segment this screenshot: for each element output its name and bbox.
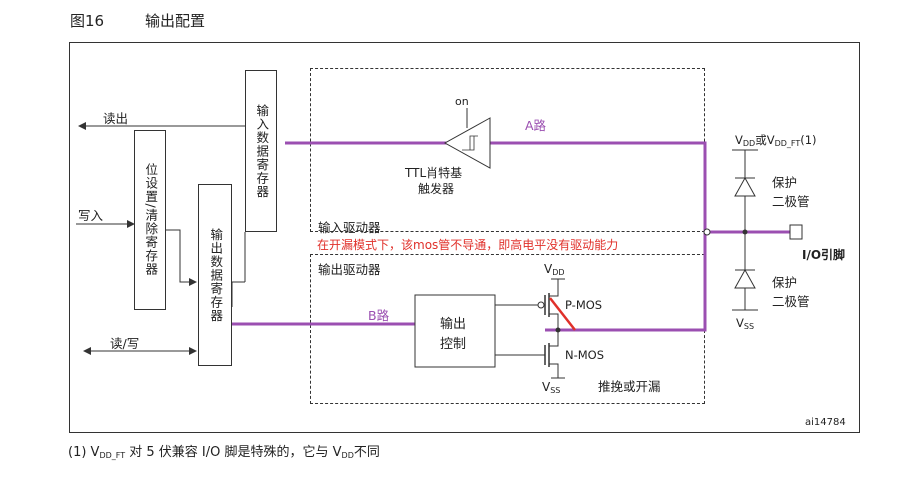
- read-write-label: 读/写: [110, 336, 140, 351]
- footnote: (1) VDD_FT 对 5 伏兼容 I/O 脚是特殊的，它与 VDD不同: [68, 445, 380, 460]
- io-pin-label: I/O引脚: [802, 248, 846, 262]
- on-label: on: [455, 95, 469, 108]
- output-data-register: 输出数据寄存器: [198, 184, 232, 366]
- pmos-label: P-MOS: [565, 298, 603, 312]
- path-b-line-right: [545, 230, 745, 332]
- red-strike-mark: [549, 297, 576, 331]
- diode-upper-symbol: [734, 176, 756, 197]
- path-a-label: A路: [525, 118, 547, 133]
- ttl-trigger-label-2: 触发器: [418, 182, 455, 196]
- figure-number: 图16: [70, 12, 105, 30]
- write-in-label: 写入: [78, 208, 104, 223]
- read-out-label: 读出: [103, 111, 129, 126]
- ref-code: ai14784: [805, 417, 846, 428]
- output-control-box: [414, 294, 496, 368]
- path-a-line: [285, 141, 707, 232]
- push-pull-label: 推挽或开漏: [598, 379, 661, 394]
- open-drain-note: 在开漏模式下，该mos管不导通，即高电平没有驱动能力: [317, 238, 619, 252]
- vdd-label: VDD: [544, 262, 565, 277]
- path-b-label: B路: [368, 308, 390, 323]
- input-driver-label: 输入驱动器: [318, 220, 381, 235]
- diode-lower-symbol: [734, 268, 756, 289]
- protect-diode-upper-label-1: 保护: [772, 175, 798, 190]
- bit-set-reset-register-label: 位设置/清除寄存器: [143, 163, 159, 277]
- figure-title: 输出配置: [145, 12, 206, 30]
- diagram-frame: [69, 42, 860, 433]
- schmitt-trigger-symbol: [443, 117, 491, 169]
- protect-diode-upper-label-2: 二极管: [772, 194, 810, 209]
- io-pin-square: [789, 224, 803, 240]
- input-data-register: 输入数据寄存器: [245, 70, 277, 232]
- protect-diode-lower-label-2: 二极管: [772, 294, 810, 309]
- vss-label: VSS: [542, 380, 561, 395]
- bsrr-to-odr-wire: [165, 229, 197, 286]
- nmos-label: N-MOS: [565, 348, 605, 362]
- bit-set-reset-register: 位设置/清除寄存器: [134, 130, 166, 310]
- output-data-register-label: 输出数据寄存器: [208, 227, 224, 323]
- odr-to-idr-wire: [231, 281, 245, 307]
- output-control-label-2: 控制: [440, 337, 467, 352]
- input-data-register-label: 输入数据寄存器: [254, 103, 270, 199]
- vdd-vddft-label: VDD或VDD_FT(1): [735, 133, 817, 148]
- vss-right-label: VSS: [736, 316, 755, 331]
- protect-diode-lower-label-1: 保护: [772, 275, 798, 290]
- output-driver-label: 输出驱动器: [318, 262, 381, 277]
- output-control-label-1: 输出: [440, 317, 467, 332]
- ttl-trigger-label-1: TTL肖特基: [405, 166, 463, 180]
